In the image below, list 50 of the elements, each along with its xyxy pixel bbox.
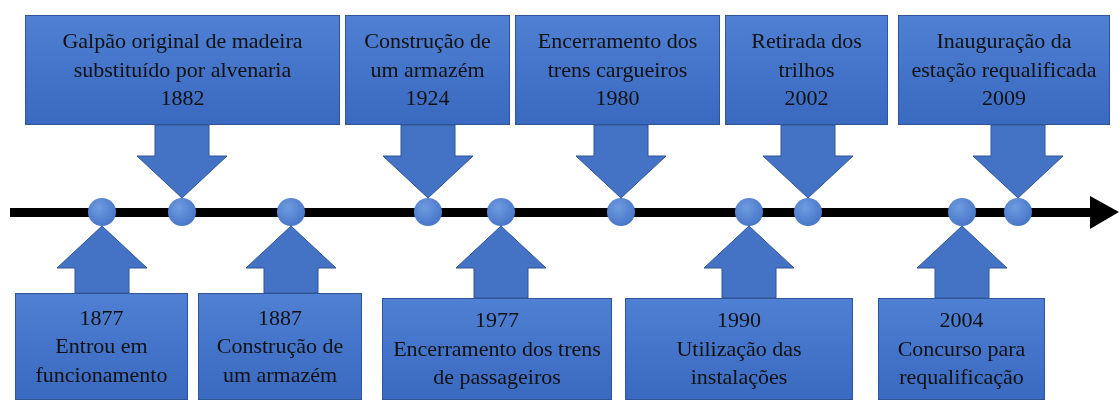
year-text: 1980 [595,84,640,113]
event-text: Construção de um armazém [363,27,492,84]
event-text: Utilização das instalações [675,334,803,392]
year-text: 1887 [258,303,302,332]
event-box [625,298,853,400]
year-text: 1977 [475,306,519,335]
block-arrow [382,124,474,199]
year-text: 1924 [405,84,450,113]
event-text: Galpão original de madeira substituído por alvenaria [61,27,304,84]
year-text: 1882 [160,84,205,113]
timeline-dot [735,198,763,226]
event-text: Inauguração da estação requalificada [910,27,1098,84]
timeline-dot [277,198,305,226]
year-text: 1877 [79,303,124,332]
event-box [515,15,720,125]
block-arrow [972,124,1064,199]
event-box [878,298,1045,400]
timeline-dot [794,198,822,226]
block-arrow [136,124,228,199]
block-arrow [916,225,1008,299]
block-arrow [703,225,795,299]
year-text: 2009 [982,84,1026,113]
block-arrow [575,124,667,199]
event-box [898,15,1110,125]
block-arrow [245,225,337,294]
block-arrow [455,225,547,299]
timeline-dot [168,198,196,226]
year-text: 1990 [717,306,761,335]
year-text: 2002 [784,84,829,113]
timeline-dot [414,198,442,226]
timeline-dot [607,198,635,226]
event-box [25,15,340,125]
event-box [345,15,510,125]
event-text: Encerramento dos trens cargueiros [536,27,699,84]
timeline-dot [1004,198,1032,226]
event-text: Entrou em funcionamento [34,332,169,389]
year-text: 2004 [939,306,984,335]
event-box [725,15,888,125]
event-box [198,293,362,400]
event-text: Concurso para requalificação [896,334,1027,392]
block-arrow [56,225,148,294]
block-arrow [762,124,854,199]
timeline-dot [88,198,116,226]
timeline-dot [948,198,976,226]
timeline-dot [487,198,515,226]
event-text: Encerramento dos trens de passageiros [392,334,602,392]
event-text: Retirada dos trilhos [750,27,863,84]
event-text: Construção de um armazém [215,332,345,389]
event-box [382,298,612,400]
event-box [15,293,188,400]
